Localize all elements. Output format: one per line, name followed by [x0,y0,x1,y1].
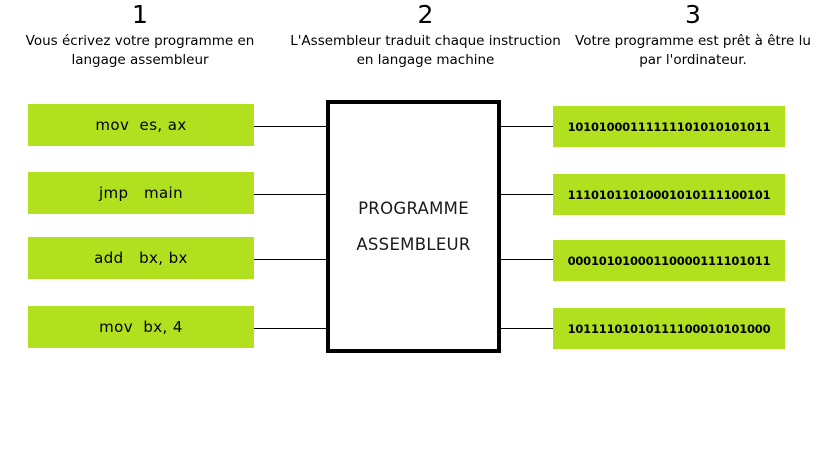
machine-code-label: 00010101000110000111101011 [567,253,771,268]
step-number-3: 3 [685,0,701,29]
connector-line-left [254,126,328,127]
assembly-instruction-label: mov bx, 4 [99,318,183,336]
assembly-instruction-label: mov es, ax [95,116,187,134]
connector-line-left [254,194,328,195]
assembly-instruction-box: mov es, ax [28,104,254,146]
connector-line-right [499,126,555,127]
assembly-instruction-label: jmp main [98,184,184,202]
assembly-instruction-box: mov bx, 4 [28,306,254,348]
machine-code-label: 11101011010001010111100101 [567,187,771,202]
machine-code-label: 10111101010111100010101000 [567,321,771,336]
assembler-box-line-2: ASSEMBLEUR [356,234,471,254]
connector-line-left [254,259,328,260]
machine-code-label: 10101000111111101010101011 [567,119,771,134]
machine-code-box: 10101000111111101010101011 [553,106,785,147]
step-number-1: 1 [132,0,148,29]
assembly-instruction-label: add bx, bx [94,249,188,267]
column-headers: 1 Vous écrivez votre programme en langag… [0,0,819,92]
assembly-instruction-box: jmp main [28,172,254,214]
assembler-program-box: PROGRAMME ASSEMBLEUR [326,100,501,353]
assembly-instruction-box: add bx, bx [28,237,254,279]
step-description-3: Votre programme est prêt à être lu par l… [575,33,811,68]
step-number-2: 2 [417,0,434,29]
column-header-1: 1 Vous écrivez votre programme en langag… [2,0,278,70]
machine-code-box: 10111101010111100010101000 [553,308,785,349]
step-description-2: L'Assembleur traduit chaque instruction … [290,33,561,68]
machine-code-box: 00010101000110000111101011 [553,240,785,281]
column-header-2: 2 L'Assembleur traduit chaque instructio… [283,0,568,70]
column-header-3: 3 Votre programme est prêt à être lu par… [570,0,816,70]
step-description-1: Vous écrivez votre programme en langage … [25,33,255,68]
assembler-box-line-1: PROGRAMME [358,198,469,218]
connector-line-right [499,259,555,260]
connector-line-right [499,194,555,195]
machine-code-box: 11101011010001010111100101 [553,174,785,215]
connector-line-left [254,328,328,329]
connector-line-right [499,328,555,329]
